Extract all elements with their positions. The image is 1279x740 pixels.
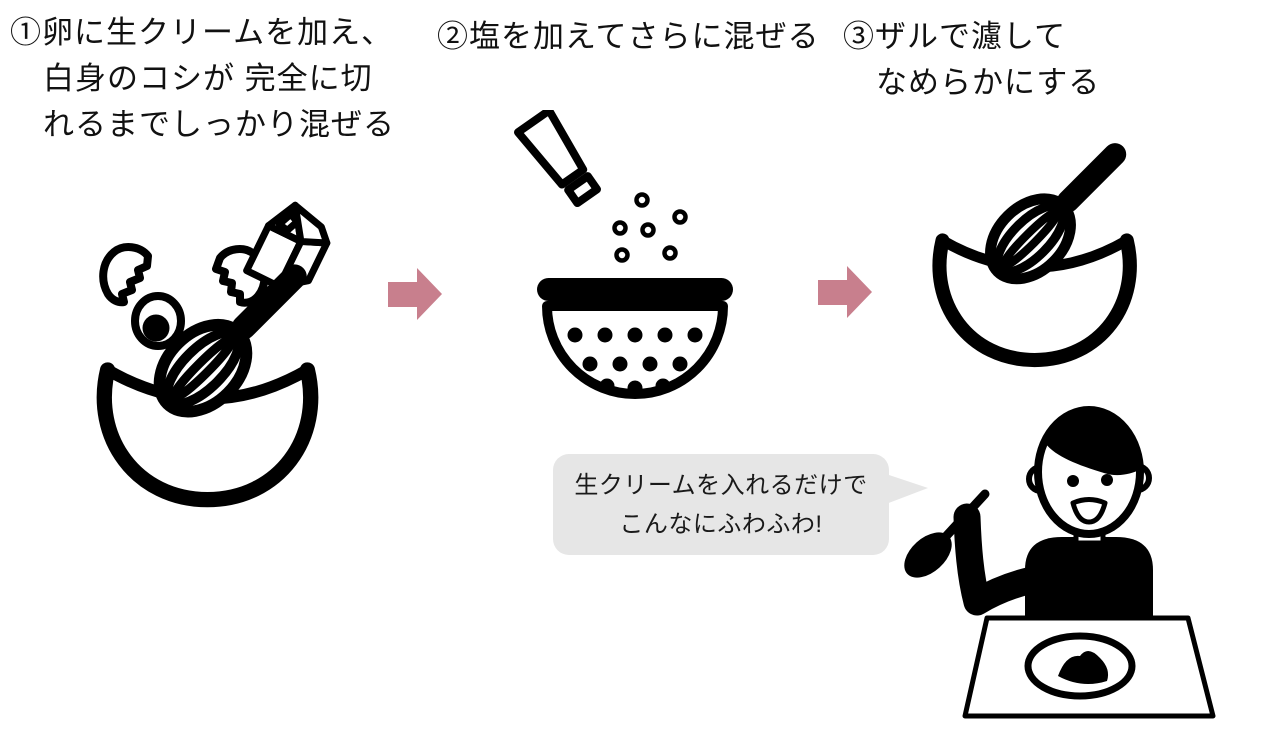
speech-bubble-line2: こんなにふわふわ!	[619, 511, 823, 538]
speech-bubble: 生クリームを入れるだけで こんなにふわふわ!	[553, 454, 889, 555]
person-mouth	[1070, 497, 1108, 525]
person-body	[1025, 537, 1153, 625]
salt-grains-icon	[612, 192, 688, 263]
whisk-bowl-icon	[104, 252, 319, 500]
person-hair	[1036, 412, 1141, 483]
salt-shaker-strainer-icon	[514, 110, 733, 399]
arrow-right-icon	[818, 266, 872, 318]
step1-caption: ①卵に生クリームを加え、 白身のコシが 完全に切 れるまでしっかり混ぜる	[10, 10, 395, 148]
step2-caption: ②塩を加えてさらに混ぜる	[437, 14, 819, 60]
salt-shaker-icon	[514, 110, 601, 208]
whisk-bowl-shape	[939, 140, 1137, 360]
step3-line2: なめらかにする	[876, 65, 1101, 100]
step1-line2: 白身のコシが 完全に切	[43, 61, 373, 96]
cream-carton-icon	[243, 201, 331, 290]
step2-line1: ②塩を加えてさらに混ぜる	[437, 19, 820, 54]
arrow-shape	[818, 266, 872, 318]
whisk-bowl-icon	[918, 140, 1210, 382]
person-arm	[953, 503, 1046, 616]
cracked-egg-cream-carton-whisk-bowl-icon	[60, 201, 380, 520]
spoon-bowl	[904, 532, 952, 578]
person-eye	[1067, 475, 1079, 487]
person-eye	[1101, 474, 1113, 486]
speech-bubble-line1: 生クリームを入れるだけで	[574, 472, 868, 499]
step1-line1: ①卵に生クリームを加え、	[10, 15, 394, 50]
speech-bubble-tail	[886, 474, 928, 504]
step3-line1: ③ザルで濾して	[843, 19, 1067, 54]
food-on-plate	[1058, 650, 1109, 685]
strainer-icon	[537, 278, 733, 399]
strainer-holes	[567, 327, 703, 396]
person-eating-at-table-icon	[904, 406, 1216, 719]
arrow-right-icon	[388, 268, 442, 320]
arrow-shape	[388, 268, 442, 320]
step1-line3: れるまでしっかり混ぜる	[43, 107, 395, 142]
step3-caption: ③ザルで濾して なめらかにする	[843, 14, 1100, 106]
